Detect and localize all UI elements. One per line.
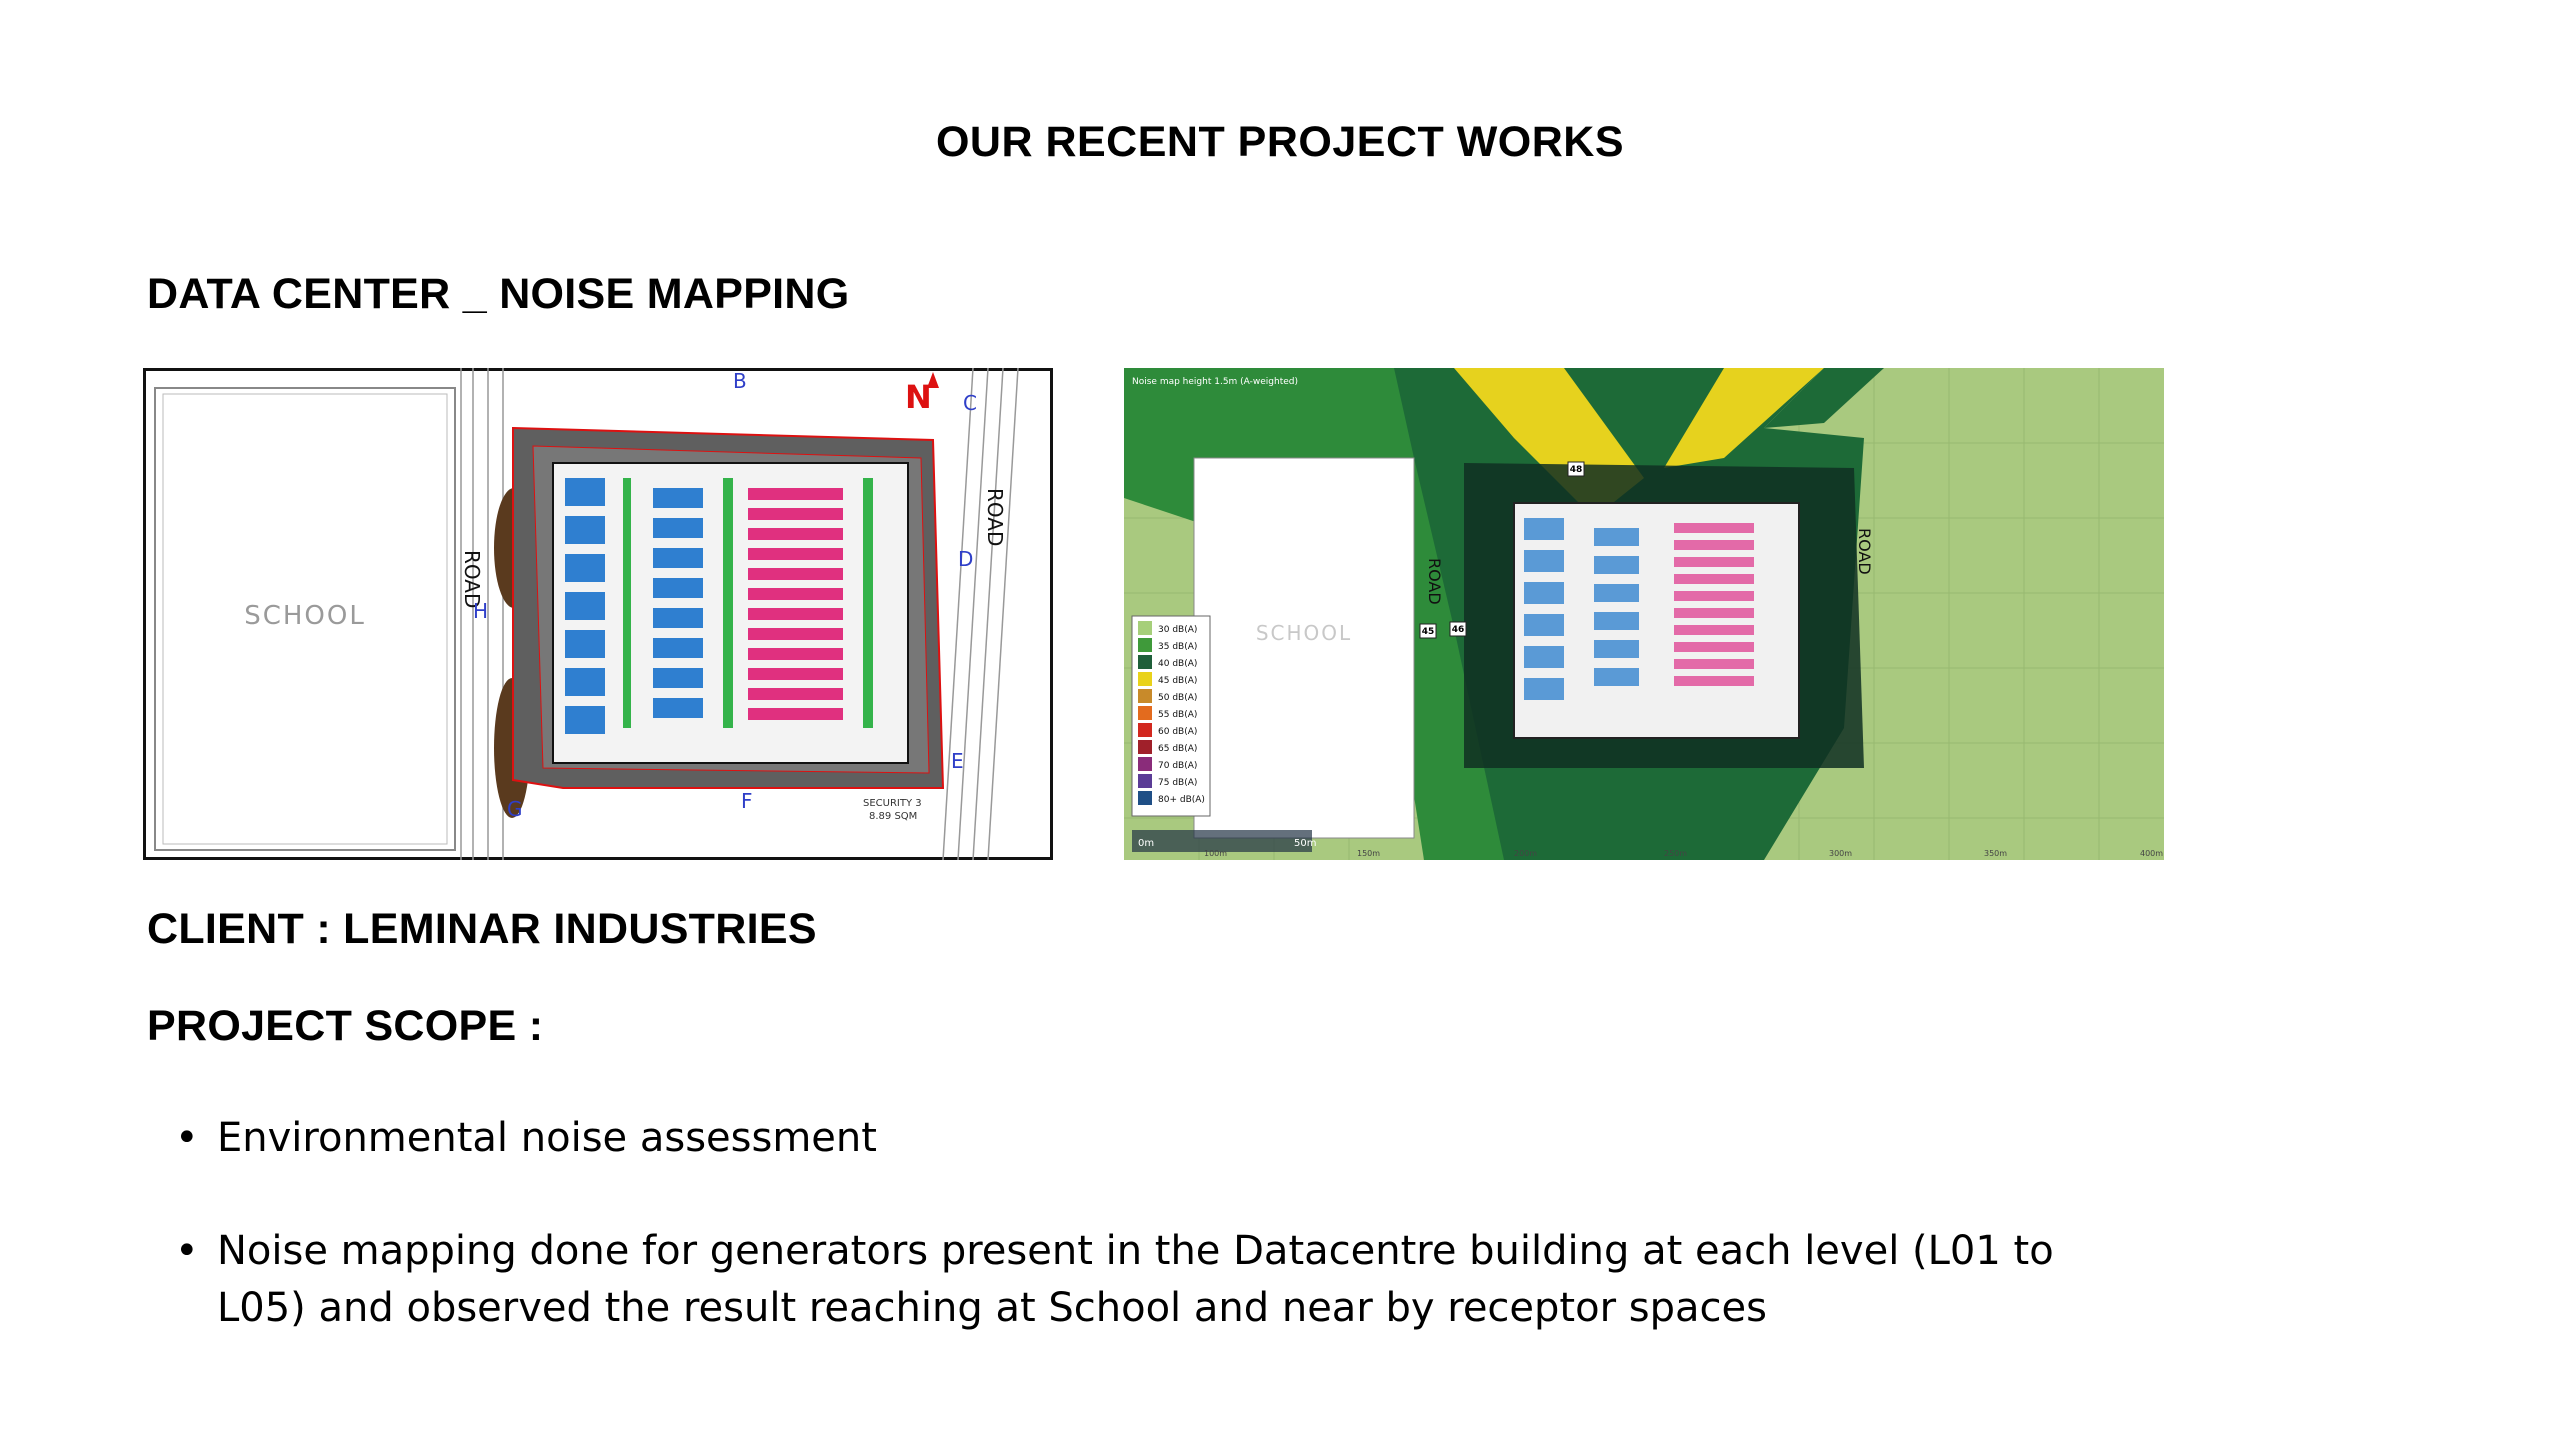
road-right-label: ROAD	[983, 488, 1007, 546]
noise-road-right: ROAD	[1855, 528, 1874, 575]
road-left-label: ROAD	[460, 550, 484, 608]
north-arrow-icon: N	[905, 372, 939, 416]
svg-text:35 dB(A): 35 dB(A)	[1158, 642, 1197, 652]
noise-road-left: ROAD	[1425, 558, 1444, 605]
svg-text:N: N	[905, 378, 932, 416]
receptor-48: 48	[1570, 465, 1583, 475]
scope-heading: PROJECT SCOPE :	[147, 1002, 544, 1050]
receptor-46: 46	[1452, 625, 1465, 635]
school-block	[154, 387, 456, 851]
legend-swatch	[1138, 740, 1152, 754]
svg-text:60 dB(A): 60 dB(A)	[1158, 727, 1197, 737]
svg-text:30 dB(A): 30 dB(A)	[1158, 625, 1197, 635]
svg-text:250m: 250m	[1664, 849, 1687, 858]
noise-map-header: Noise map height 1.5m (A-weighted)	[1132, 377, 1298, 387]
svg-text:65 dB(A): 65 dB(A)	[1158, 744, 1197, 754]
receptor-45: 45	[1422, 627, 1435, 637]
scale-end: 50m	[1294, 838, 1316, 849]
svg-text:70 dB(A): 70 dB(A)	[1158, 761, 1197, 771]
legend-swatch	[1138, 723, 1152, 737]
svg-text:80+ dB(A): 80+ dB(A)	[1158, 795, 1205, 805]
point-e: E	[951, 749, 964, 773]
noise-legend: 30 dB(A) 35 dB(A) 40 dB(A) 45 dB(A) 50 d…	[1131, 615, 1211, 817]
legend-swatch	[1138, 706, 1152, 720]
point-f: F	[741, 789, 753, 813]
svg-text:40 dB(A): 40 dB(A)	[1158, 659, 1197, 669]
point-g: G	[507, 797, 523, 821]
point-b: B	[733, 369, 747, 393]
svg-text:300m: 300m	[1829, 849, 1852, 858]
legend-swatch	[1138, 655, 1152, 669]
point-c: C	[963, 391, 977, 415]
point-d: D	[958, 547, 973, 571]
svg-text:200m: 200m	[1514, 849, 1537, 858]
security-area: 8.89 SQM	[869, 811, 917, 822]
svg-text:100m: 100m	[1204, 849, 1227, 858]
legend-swatch	[1138, 672, 1152, 686]
noise-map-figure: SCHOOL ROAD ROAD Noise map height 1.5m (…	[1124, 368, 2164, 860]
svg-text:350m: 350m	[1984, 849, 2007, 858]
scope-item: Environmental noise assessment	[175, 1110, 2125, 1167]
legend-swatch	[1138, 774, 1152, 788]
svg-text:400m: 400m	[2140, 849, 2163, 858]
slide-title: OUR RECENT PROJECT WORKS	[935, 118, 1625, 166]
scope-list: Environmental noise assessment Noise map…	[175, 1110, 2125, 1337]
scale-start: 0m	[1138, 838, 1154, 849]
legend-swatch	[1138, 689, 1152, 703]
legend-swatch	[1138, 621, 1152, 635]
project-heading: DATA CENTER _ NOISE MAPPING	[147, 270, 850, 318]
site-plan-figure: SCHOOL ROAD ROAD	[143, 368, 1053, 860]
client-heading: CLIENT : LEMINAR INDUSTRIES	[147, 905, 817, 953]
svg-text:55 dB(A): 55 dB(A)	[1158, 710, 1197, 720]
legend-swatch	[1138, 791, 1152, 805]
svg-text:150m: 150m	[1357, 849, 1380, 858]
legend-swatch	[1138, 638, 1152, 652]
point-h: H	[473, 599, 488, 623]
legend-swatch	[1138, 757, 1152, 771]
school-label: SCHOOL	[244, 601, 366, 631]
scope-item: Noise mapping done for generators presen…	[175, 1223, 2125, 1337]
svg-text:75 dB(A): 75 dB(A)	[1158, 778, 1197, 788]
svg-text:45 dB(A): 45 dB(A)	[1158, 676, 1197, 686]
noise-school-label: SCHOOL	[1256, 621, 1352, 645]
security-label: SECURITY 3	[863, 798, 922, 809]
svg-text:50 dB(A): 50 dB(A)	[1158, 693, 1197, 703]
